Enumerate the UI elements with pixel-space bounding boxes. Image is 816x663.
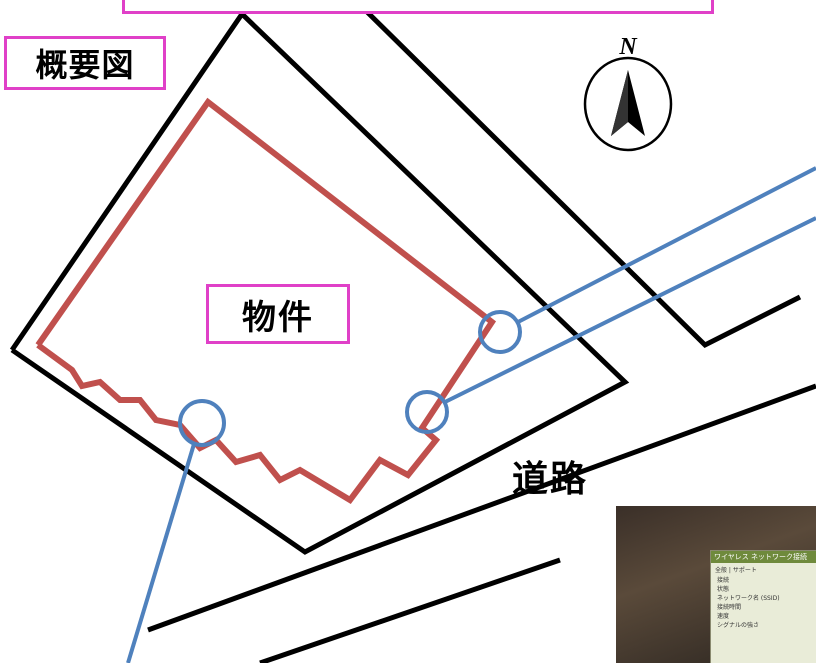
photo-dialog-title: ワイヤレス ネットワーク接続 — [711, 551, 816, 563]
diagram-title: 概要図 — [4, 36, 166, 90]
north-arrow-icon: N — [583, 34, 673, 152]
photo-row: 状態 — [717, 586, 730, 593]
photo-dialog: ワイヤレス ネットワーク接続 全般 | サポート 接続 状態 ネットワーク名 (… — [710, 550, 816, 663]
callout-3 — [126, 399, 226, 663]
road-edge-upper — [353, 0, 802, 349]
north-letter: N — [618, 34, 638, 60]
network-screen-photo: ワイヤレス ネットワーク接続 全般 | サポート 接続 状態 ネットワーク名 (… — [616, 506, 816, 663]
photo-row: 速度 — [717, 613, 730, 620]
photo-row: シグナルの強さ — [717, 622, 760, 629]
callout-2 — [405, 216, 816, 434]
road-edge-lower — [147, 383, 816, 633]
road-label: 道路 — [512, 459, 589, 500]
property-label: 物件 — [206, 284, 350, 344]
photo-dialog-tabs: 全般 | サポート — [715, 567, 757, 574]
lot-outer-boundary — [9, 10, 630, 555]
photo-row: 接続 — [717, 577, 730, 584]
photo-row: ネットワーク名 (SSID) — [717, 595, 780, 602]
property-boundary — [35, 97, 497, 504]
top-banner-frame — [122, 0, 714, 14]
road-edge-bottom — [259, 557, 561, 663]
photo-row: 接続時間 — [717, 604, 742, 611]
callout-1 — [478, 166, 816, 354]
